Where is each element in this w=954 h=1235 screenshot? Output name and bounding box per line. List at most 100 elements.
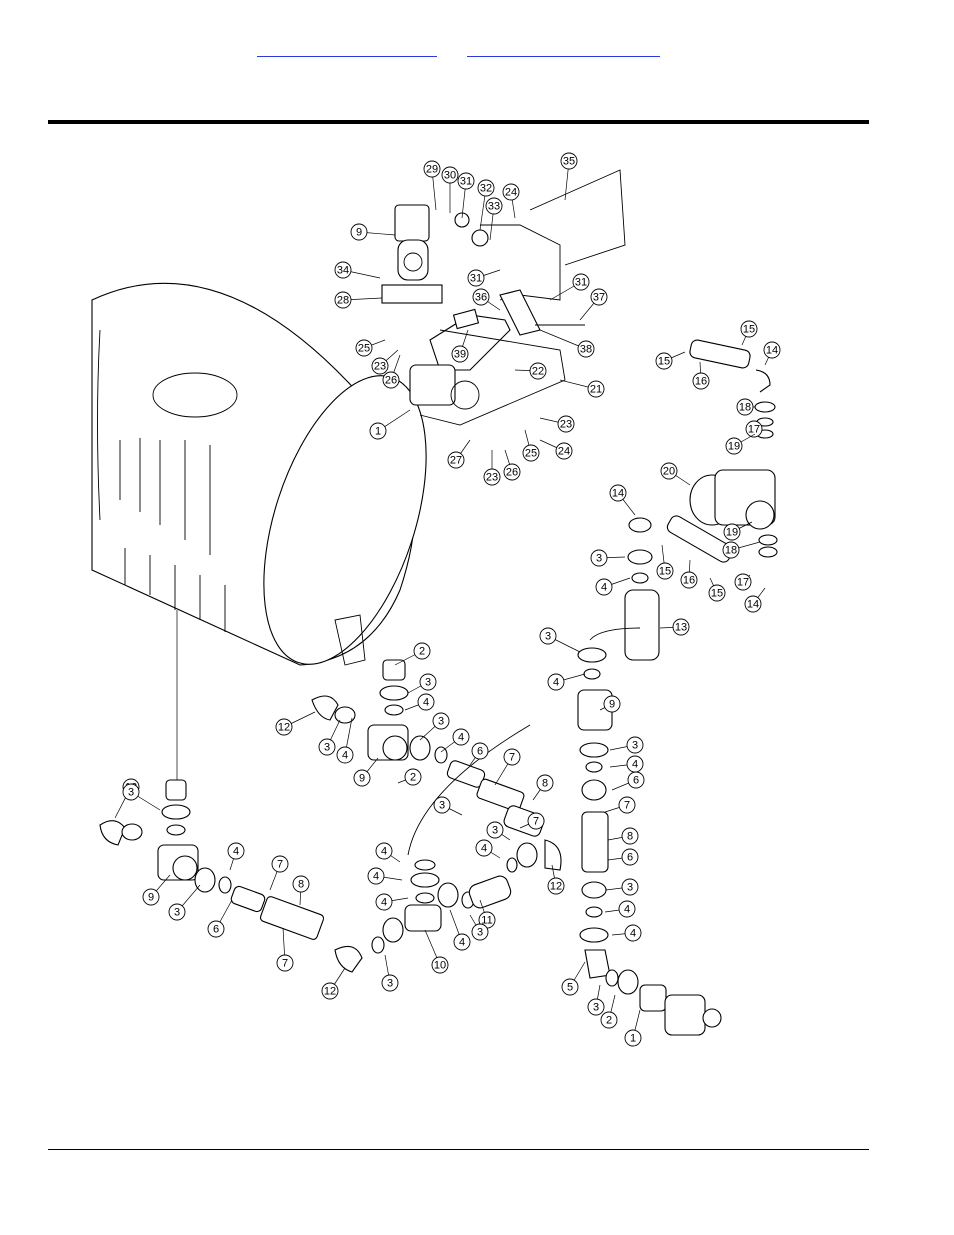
- callout-number: 3: [324, 742, 330, 754]
- callout-21: 21: [559, 379, 605, 398]
- callout-number: 2: [606, 1015, 612, 1027]
- callout-number: 3: [439, 800, 445, 812]
- callout-number: 12: [278, 722, 290, 734]
- callout-25: 25: [522, 429, 540, 462]
- callout-3: 3: [587, 984, 605, 1016]
- callout-24: 24: [539, 439, 573, 460]
- callout-23: 23: [371, 349, 399, 375]
- callout-23: 23: [483, 450, 501, 486]
- callout-4: 4: [440, 728, 470, 753]
- callout-number: 4: [459, 937, 465, 949]
- callout-15: 15: [656, 544, 674, 580]
- callout-25: 25: [355, 339, 386, 357]
- callout-number: 8: [627, 831, 633, 843]
- callout-number: 13: [675, 622, 687, 634]
- center-plumbing: [311, 659, 562, 943]
- callout-7: 7: [494, 748, 521, 786]
- callout-number: 9: [359, 773, 365, 785]
- callout-17: 17: [734, 573, 752, 591]
- callout-number: 24: [505, 187, 517, 199]
- callout-number: 7: [624, 800, 630, 812]
- callout-14: 14: [609, 484, 636, 516]
- callout-number: 6: [633, 775, 639, 787]
- callout-4: 4: [375, 842, 401, 863]
- callout-29: 29: [423, 160, 441, 211]
- callout-number: 14: [612, 488, 624, 500]
- callout-number: 23: [560, 419, 572, 431]
- callout-number: 22: [532, 366, 544, 378]
- callout-number: 27: [450, 455, 462, 467]
- callout-number: 36: [475, 292, 487, 304]
- callout-4: 4: [475, 839, 501, 859]
- callout-number: 11: [481, 915, 492, 927]
- callout-4: 4: [227, 842, 245, 871]
- callout-number: 31: [470, 273, 482, 285]
- callout-number: 9: [609, 699, 615, 711]
- callout-number: 15: [658, 356, 670, 368]
- callout-number: 2: [410, 772, 416, 784]
- callout-number: 7: [282, 958, 288, 970]
- callout-number: 4: [458, 732, 464, 744]
- callout-number: 17: [737, 577, 749, 589]
- callout-37: 37: [579, 288, 608, 321]
- callout-number: 3: [425, 677, 431, 689]
- callout-number: 26: [506, 467, 518, 479]
- callout-1: 1: [624, 1009, 642, 1047]
- callout-7: 7: [519, 812, 545, 830]
- pump-mount-assembly: [381, 169, 626, 426]
- callout-number: 10: [434, 960, 446, 972]
- callout-38: 38: [539, 329, 595, 358]
- callout-4: 4: [611, 924, 642, 942]
- callout-7: 7: [604, 796, 636, 814]
- callout-number: 28: [337, 295, 349, 307]
- callout-number: 16: [683, 575, 695, 587]
- callout-3: 3: [122, 783, 161, 811]
- callout-3: 3: [407, 673, 437, 694]
- callout-3: 3: [318, 719, 341, 756]
- callout-number: 18: [725, 545, 737, 557]
- callout-number: 3: [438, 716, 444, 728]
- callout-3: 3: [486, 821, 511, 841]
- callout-number: 3: [596, 553, 602, 565]
- callout-number: 18: [739, 402, 751, 414]
- callout-15: 15: [740, 320, 758, 346]
- callout-16: 16: [680, 559, 698, 589]
- callout-number: 4: [601, 582, 607, 594]
- header-link-2[interactable]: [467, 40, 660, 57]
- callout-16: 16: [692, 361, 710, 390]
- left-lower-plumbing: [99, 779, 385, 973]
- callout-3: 3: [590, 549, 626, 567]
- callout-31: 31: [457, 172, 475, 219]
- callout-12: 12: [547, 864, 565, 895]
- callout-7: 7: [269, 855, 289, 891]
- callout-5: 5: [561, 961, 586, 996]
- callout-26: 26: [503, 449, 521, 481]
- header-rule: [48, 120, 869, 124]
- callout-number: 20: [663, 466, 675, 478]
- callout-3: 3: [419, 712, 450, 741]
- callout-3: 3: [539, 627, 581, 653]
- callout-number: 4: [423, 697, 429, 709]
- callout-15: 15: [655, 351, 686, 370]
- callout-number: 34: [337, 265, 349, 277]
- callout-number: 14: [747, 599, 759, 611]
- callout-3: 3: [381, 954, 399, 992]
- callout-4: 4: [367, 867, 403, 885]
- callout-number: 5: [567, 982, 573, 994]
- callout-number: 7: [509, 752, 515, 764]
- callout-number: 35: [563, 156, 575, 168]
- callout-number: 1: [375, 426, 381, 438]
- callout-6: 6: [607, 848, 639, 866]
- right-pump-assembly: [624, 339, 778, 661]
- callout-number: 6: [477, 746, 483, 758]
- header-link-1[interactable]: [257, 40, 437, 57]
- callout-4: 4: [404, 693, 435, 711]
- callout-22: 22: [514, 362, 547, 380]
- callout-36: 36: [472, 288, 501, 311]
- callout-number: 19: [728, 441, 740, 453]
- footer-rule: [48, 1149, 869, 1150]
- callout-17: 17: [745, 420, 763, 438]
- callout-number: 15: [743, 324, 755, 336]
- callout-number: 4: [630, 928, 636, 940]
